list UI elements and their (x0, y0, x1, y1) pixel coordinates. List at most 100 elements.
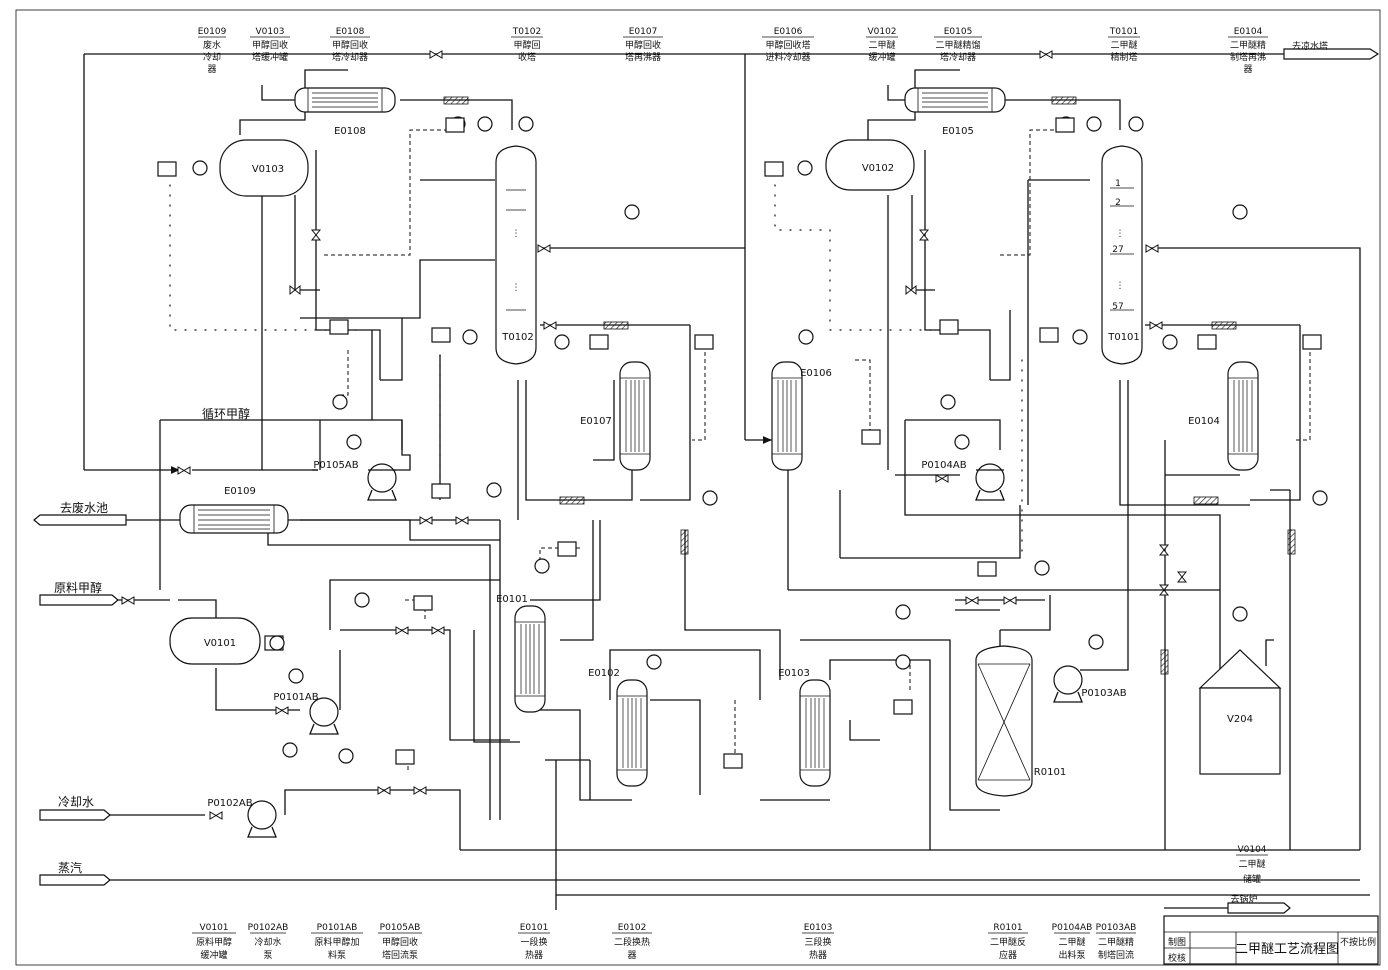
svg-text:泵: 泵 (263, 950, 272, 961)
tag-desc: 冷却 (203, 51, 221, 63)
svg-text:器: 器 (627, 950, 636, 961)
tag-number: E0106 (774, 27, 803, 37)
svg-text:二甲醚反: 二甲醚反 (990, 936, 1026, 948)
tag-desc: 塔冷却器 (940, 51, 976, 63)
exchanger-e0107: E0107 (580, 361, 651, 471)
svg-text:甲醇回收: 甲醇回收 (382, 936, 418, 948)
equipment-label: T0102 (501, 332, 534, 343)
tag-desc: 收塔 (518, 51, 536, 63)
svg-text:二甲醚: 二甲醚 (1238, 858, 1265, 870)
tag-number: V0103 (255, 27, 284, 37)
exchanger-e0101: E0101 (496, 594, 546, 713)
tag-desc: 废水 (203, 39, 221, 51)
svg-text:P0104AB: P0104AB (1052, 923, 1093, 933)
footer-tag-list: V0101 原料甲醇 缓冲罐 P0102AB 冷却水 泵 P0101AB 原料甲… (192, 845, 1268, 961)
svg-text:P0105AB: P0105AB (380, 923, 421, 933)
svg-text:P0101AB: P0101AB (317, 923, 358, 933)
exchanger-e0108: E0108 (294, 87, 396, 137)
tag-number: T0102 (512, 27, 541, 37)
footer-tag: E0102 二段换热 器 (612, 923, 652, 961)
footer-tag: P0101AB 原料甲醇加 料泵 (311, 923, 363, 961)
tag-desc: 甲醇回 (513, 39, 540, 51)
svg-text:出料泵: 出料泵 (1058, 949, 1085, 961)
exchanger-e0109: E0109 (179, 486, 289, 534)
tag-number: E0105 (944, 27, 973, 37)
title-checked-label: 校核 (1168, 952, 1186, 964)
svg-text:缓冲罐: 缓冲罐 (200, 949, 227, 961)
svg-text:应器: 应器 (999, 949, 1017, 961)
side-tag-v0104: V0104 二甲醚 储罐 (1236, 845, 1268, 885)
tag-desc: 甲醇回收 (332, 39, 368, 51)
reactor-r0101: R0101 (975, 645, 1066, 797)
waste-pool-arrow (33, 514, 127, 526)
footer-tag: P0102AB 冷却水 泵 (248, 923, 289, 961)
pump-p0104ab: P0104AB (921, 460, 1005, 501)
stream-steam: 蒸汽 (58, 860, 82, 875)
tag-desc: 塔缓冲罐 (252, 51, 288, 63)
svg-text:⋮: ⋮ (1116, 229, 1125, 239)
tag-desc: 甲醇回收 (625, 39, 661, 51)
equipment-label: E0102 (588, 668, 620, 679)
equipment-label: P0104AB (921, 460, 966, 471)
tag-desc: 精制塔 (1110, 51, 1137, 63)
equipment-label: P0103AB (1081, 688, 1126, 699)
equipment-label: V0103 (252, 164, 284, 175)
tray-number: 27 (1112, 245, 1123, 255)
header-tag-v0103: V0103 甲醇回收 塔缓冲罐 (250, 27, 290, 63)
tag-number: E0104 (1234, 27, 1263, 37)
raw-methanol-arrow (39, 594, 119, 606)
tag-desc: 甲醇回收 (252, 39, 288, 51)
equipment-label: P0105AB (313, 460, 358, 471)
vessel-v0102: V0102 (825, 139, 915, 191)
footer-tag: V0101 原料甲醇 缓冲罐 (192, 923, 236, 961)
title-drawn-label: 制图 (1168, 936, 1186, 948)
pump-p0101ab: P0101AB (273, 692, 339, 735)
footer-tag: R0101 二甲醚反 应器 (988, 923, 1028, 961)
stream-to-boiler: 去锅炉 (1230, 893, 1257, 905)
svg-text:二甲醚精: 二甲醚精 (1098, 936, 1134, 948)
svg-text:E0101: E0101 (520, 923, 549, 933)
equipment-label: E0109 (224, 486, 256, 497)
tag-desc: 制塔再沸 (1230, 51, 1266, 63)
stream-to-waste-pool: 去废水池 (60, 500, 108, 515)
header-tag-e0109: E0109 废水 冷却 器 (198, 27, 227, 75)
stream-labels: 去凉水塔 去废水池 循环甲醇 原料甲醇 冷却水 蒸汽 去锅炉 (33, 40, 1380, 914)
tag-desc: 甲醇回收塔 (765, 39, 810, 51)
title-block: 制图 校核 二甲醚工艺流程图 不按比例 (1163, 915, 1379, 965)
vessel-v0103: V0103 (219, 139, 309, 197)
boiler-arrow (1227, 902, 1291, 914)
tag-number: T0101 (1109, 27, 1138, 37)
svg-text:三段换: 三段换 (804, 936, 831, 948)
drawing-title: 二甲醚工艺流程图 (1235, 942, 1339, 957)
exchanger-e0103: E0103 (778, 668, 831, 787)
cooling-water-arrow (39, 809, 111, 821)
footer-tag: P0104AB 二甲醚 出料泵 (1052, 923, 1093, 961)
instrument-bubbles (157, 116, 1328, 769)
tank-v204: V204 (1198, 639, 1282, 775)
equipment-label: E0106 (800, 368, 832, 379)
svg-text:P0102AB: P0102AB (248, 923, 289, 933)
tag-desc: 器 (207, 64, 216, 75)
svg-text:原料甲醇加: 原料甲醇加 (314, 936, 359, 948)
stream-cooling-water: 冷却水 (58, 795, 94, 809)
header-tag-e0108: E0108 甲醇回收 塔冷却器 (330, 27, 370, 63)
footer-tag: E0101 一段换 热器 (518, 923, 550, 961)
tag-desc: 二甲醚 (868, 39, 895, 51)
pump-p0102ab: P0102AB (207, 798, 277, 838)
svg-text:二段换热: 二段换热 (614, 936, 650, 948)
equipment-label: V0102 (862, 163, 894, 174)
tray-number: 2 (1115, 198, 1121, 208)
tag-desc: 塔再沸器 (625, 51, 661, 63)
equipment-label: E0107 (580, 416, 612, 427)
svg-text:热器: 热器 (525, 949, 543, 961)
equipment-label: E0103 (778, 668, 810, 679)
header-tag-e0104: E0104 二甲醚精 制塔再沸 器 (1228, 27, 1268, 75)
pump-p0105ab: P0105AB (313, 460, 397, 501)
equipment-label: P0101AB (273, 692, 318, 703)
column-t0101: 1 2 ⋮ 27 ⋮ 57 T0101 (1101, 145, 1143, 365)
equipment-label: E0108 (334, 126, 366, 137)
svg-text:P0103AB: P0103AB (1096, 923, 1137, 933)
svg-text:原料甲醇: 原料甲醇 (196, 936, 232, 948)
